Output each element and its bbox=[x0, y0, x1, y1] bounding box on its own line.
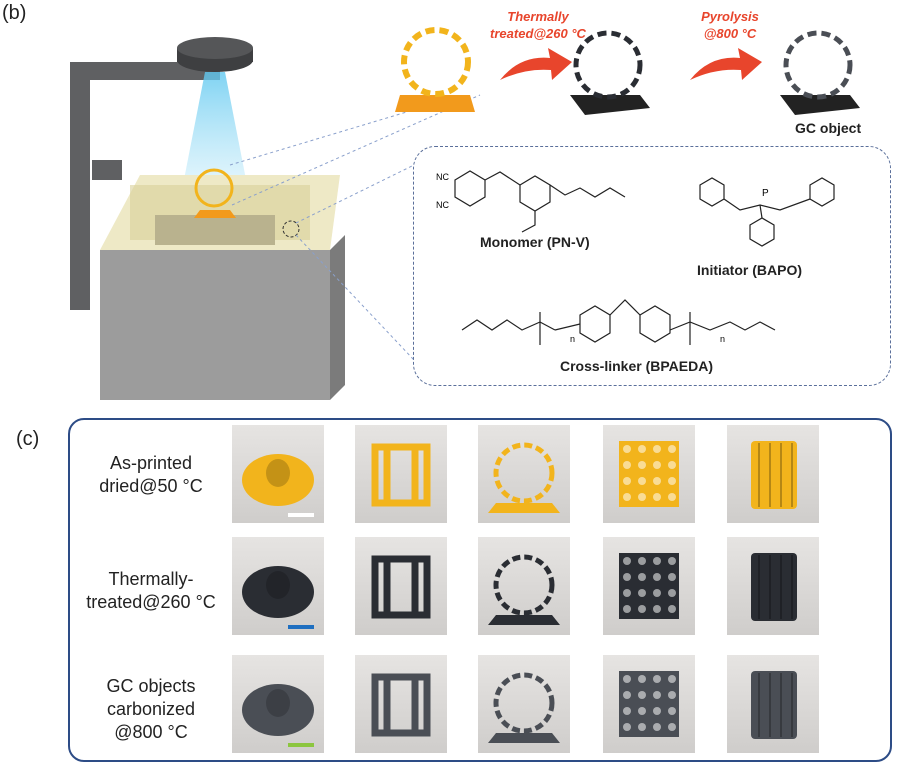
monomer-label: Monomer (PN-V) bbox=[480, 234, 590, 250]
row-label-thermal: Thermally- treated@260 °C bbox=[76, 568, 226, 614]
scale-bar bbox=[288, 513, 314, 517]
photo-turbine bbox=[232, 537, 324, 635]
photo-buckyball bbox=[478, 425, 570, 523]
row-label-as-printed: As-printed dried@50 °C bbox=[76, 452, 226, 498]
panel-c-label: (c) bbox=[16, 428, 40, 450]
photo-buckyball bbox=[478, 655, 570, 753]
photo-image bbox=[371, 555, 431, 619]
chemistry-box bbox=[413, 146, 891, 386]
photo-image bbox=[242, 454, 314, 517]
photo-lattice bbox=[603, 655, 695, 753]
printer-schematic bbox=[70, 27, 860, 400]
atom-nc: NC bbox=[436, 200, 449, 210]
arrow-icon bbox=[500, 48, 572, 80]
photo-lattice bbox=[603, 425, 695, 523]
arrow-icon bbox=[690, 48, 762, 80]
scale-bar bbox=[288, 743, 314, 747]
row-label-gc: GC objects carbonized @800 °C bbox=[76, 675, 226, 744]
photo-image bbox=[619, 441, 679, 507]
atom-n: n bbox=[570, 334, 576, 344]
step2-line2: @800 °C bbox=[703, 26, 757, 41]
photo-lattice bbox=[603, 537, 695, 635]
step2-label: Pyrolysis @800 °C bbox=[690, 8, 770, 42]
photo-cage bbox=[355, 655, 447, 753]
row-label-line: carbonized bbox=[106, 699, 196, 719]
step1-label: Thermally treated@260 °C bbox=[478, 8, 598, 42]
photo-honeycomb bbox=[727, 425, 819, 523]
row-label-line: GC objects bbox=[106, 676, 196, 696]
photo-image bbox=[751, 671, 797, 739]
photo-image bbox=[619, 553, 679, 619]
photo-honeycomb bbox=[727, 537, 819, 635]
atom-n: n bbox=[720, 334, 726, 344]
photo-cage bbox=[355, 537, 447, 635]
row-label-line: As-printed bbox=[109, 453, 193, 473]
row-label-line: @800 °C bbox=[114, 722, 188, 742]
initiator-label: Initiator (BAPO) bbox=[697, 262, 802, 278]
row-label-line: Thermally- bbox=[108, 569, 194, 589]
step2-line1: Pyrolysis bbox=[701, 9, 759, 24]
step1-line1: Thermally bbox=[507, 9, 569, 24]
photo-honeycomb bbox=[727, 655, 819, 753]
photo-image bbox=[242, 566, 314, 629]
row-label-line: treated@260 °C bbox=[86, 592, 216, 612]
photo-cage bbox=[355, 425, 447, 523]
panel-b-label: (b) bbox=[2, 2, 27, 24]
photo-turbine bbox=[232, 425, 324, 523]
atom-p: P bbox=[762, 188, 769, 199]
photo-image bbox=[751, 553, 797, 621]
photo-turbine bbox=[232, 655, 324, 753]
photo-image bbox=[242, 684, 314, 747]
photo-image bbox=[488, 554, 560, 625]
photo-image bbox=[371, 673, 431, 737]
photo-buckyball bbox=[478, 537, 570, 635]
photo-image bbox=[488, 672, 560, 743]
photo-image bbox=[488, 442, 560, 513]
samples-box bbox=[68, 418, 892, 762]
atom-nc: NC bbox=[436, 172, 449, 182]
step1-line2: treated@260 °C bbox=[490, 26, 586, 41]
photo-image bbox=[751, 441, 797, 509]
gc-object-label: GC object bbox=[795, 120, 862, 136]
scale-bar bbox=[288, 625, 314, 629]
photo-image bbox=[619, 671, 679, 737]
crosslinker-label: Cross-linker (BPAEDA) bbox=[560, 358, 713, 374]
row-label-line: dried@50 °C bbox=[99, 476, 203, 496]
photo-image bbox=[371, 443, 431, 507]
